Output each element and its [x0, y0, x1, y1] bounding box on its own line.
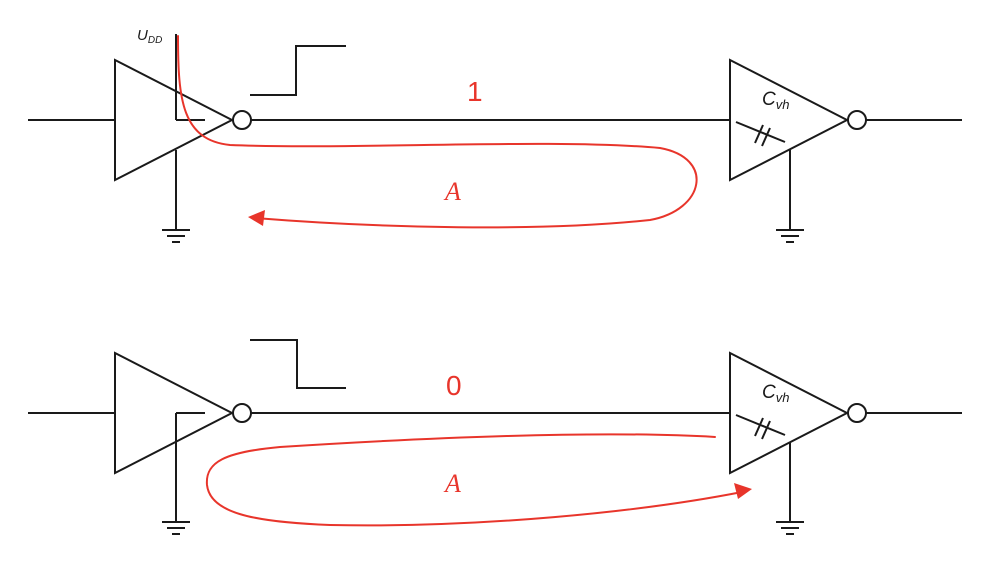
falling-step-waveform — [250, 339, 346, 389]
logic-state-label-bottom: 0 — [446, 370, 462, 401]
current-path-bottom — [205, 433, 743, 527]
ground-symbol — [162, 521, 190, 535]
ground-symbol — [776, 521, 804, 535]
circuit-bottom: 0 A Cvh — [28, 339, 962, 535]
current-path-top — [177, 35, 698, 229]
receiver-bubble-top — [847, 110, 867, 130]
receiver-buffer-bottom — [729, 351, 850, 475]
capacitance-label-bottom: Cvh — [762, 382, 789, 405]
receiver-bubble-bottom — [847, 403, 867, 423]
inverter-bubble-bottom — [232, 403, 252, 423]
current-label-top: A — [443, 177, 461, 206]
ground-symbol — [776, 229, 804, 243]
current-label-bottom: A — [443, 469, 461, 498]
logic-state-label-top: 1 — [467, 76, 483, 107]
capacitance-label-top: Cvh — [762, 89, 789, 112]
arrow-icon — [734, 483, 752, 499]
driver-buffer-top — [114, 58, 235, 182]
capacitor-icon — [735, 414, 786, 440]
arrow-icon — [248, 210, 265, 226]
circuit-top: 1 A Cvh UDD — [28, 27, 962, 243]
rising-step-waveform — [250, 45, 346, 96]
driver-buffer-bottom — [114, 351, 235, 475]
inverter-bubble-top — [232, 110, 252, 130]
ground-symbol — [162, 229, 190, 243]
supply-label: UDD — [137, 27, 162, 46]
capacitor-icon — [735, 121, 786, 147]
receiver-buffer-top — [729, 58, 850, 182]
